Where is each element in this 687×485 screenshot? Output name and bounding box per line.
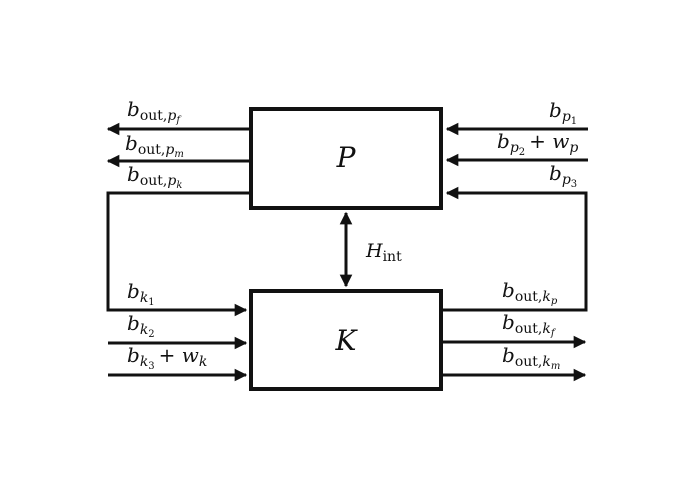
label-out-kf: bout,kf: [502, 310, 557, 339]
label-k3: bk3+ wk: [127, 343, 207, 372]
label-out-pm: bout,pm: [125, 131, 184, 160]
out-pk-to-k1-loop: [106, 191, 249, 317]
coupling-label: Hint: [365, 240, 402, 265]
label-out-pf: bout,pf: [127, 97, 182, 126]
controller-block-frame: [249, 289, 443, 391]
label-out-pk: bout,pk: [127, 162, 182, 191]
out-kp-to-p3-loop: [443, 186, 588, 312]
plant-block: P: [249, 107, 443, 210]
label-p1: bp1: [549, 98, 577, 127]
label-out-kp: bout,kp: [502, 278, 558, 307]
label-k1: bk1: [127, 279, 155, 308]
label-p3: bp3: [549, 161, 577, 190]
label-out-km: bout,km: [502, 343, 560, 372]
controller-block: K: [249, 289, 443, 391]
plant-block-frame: [249, 107, 443, 210]
label-p2: bp2+ wp: [497, 129, 578, 158]
controller-block-label: K: [335, 324, 359, 357]
label-k2: bk2: [127, 311, 155, 340]
plant-block-label: P: [336, 141, 357, 174]
